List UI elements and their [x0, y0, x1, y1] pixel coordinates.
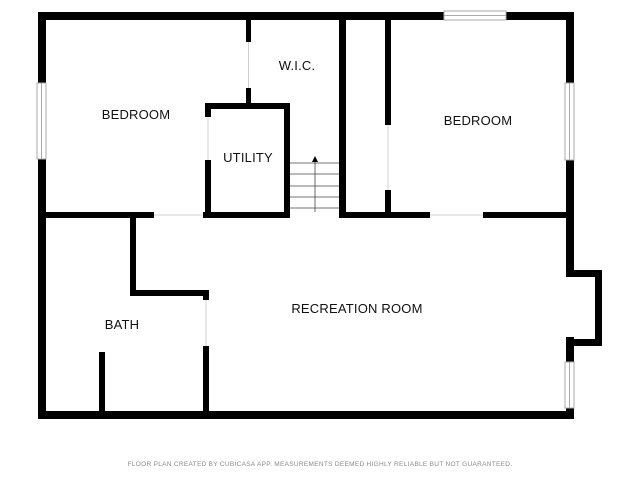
- room-label-wic: W.I.C.: [279, 58, 316, 73]
- room-label-bath: BATH: [105, 317, 140, 332]
- wall-wic-left-top: [246, 12, 251, 42]
- bath-wall-top: [130, 290, 209, 296]
- door-openings: [154, 42, 483, 346]
- bay-wall-top: [566, 270, 602, 277]
- room-label-recreation: RECREATION ROOM: [291, 301, 422, 316]
- stairs: [290, 156, 339, 212]
- windows: [36, 10, 575, 409]
- utility-top: [205, 103, 289, 109]
- bath-wall-right-bottom: [203, 346, 209, 419]
- utility-right: [284, 103, 290, 218]
- room-label-bedroom-left: BEDROOM: [102, 107, 171, 122]
- bath-wall-upper: [130, 216, 136, 296]
- utility-left-top: [205, 103, 211, 117]
- stair-right-wall: [339, 12, 346, 218]
- footer-disclaimer: FLOOR PLAN CREATED BY CUBICASA APP. MEAS…: [128, 461, 513, 468]
- bath-wall-right-top: [203, 290, 209, 300]
- bay-wall-bottom: [566, 339, 602, 346]
- outer-wall-top: [38, 12, 574, 20]
- divider-mid: [203, 212, 289, 218]
- wall-right-bedroom-top: [385, 12, 391, 125]
- bay-wall-right: [595, 270, 602, 346]
- wall-wic-left-bottom: [246, 88, 251, 104]
- divider-left: [38, 212, 154, 218]
- walls: [38, 12, 602, 419]
- room-label-bedroom-right: BEDROOM: [444, 113, 513, 128]
- outer-wall-bottom: [38, 411, 574, 419]
- stair-arrow-icon: [312, 156, 318, 162]
- divider-right: [483, 212, 574, 218]
- bath-inner-wall: [99, 352, 105, 419]
- room-label-utility: UTILITY: [223, 150, 273, 165]
- wall-right-bedroom-bottom: [385, 190, 391, 218]
- utility-left-bottom: [205, 160, 211, 218]
